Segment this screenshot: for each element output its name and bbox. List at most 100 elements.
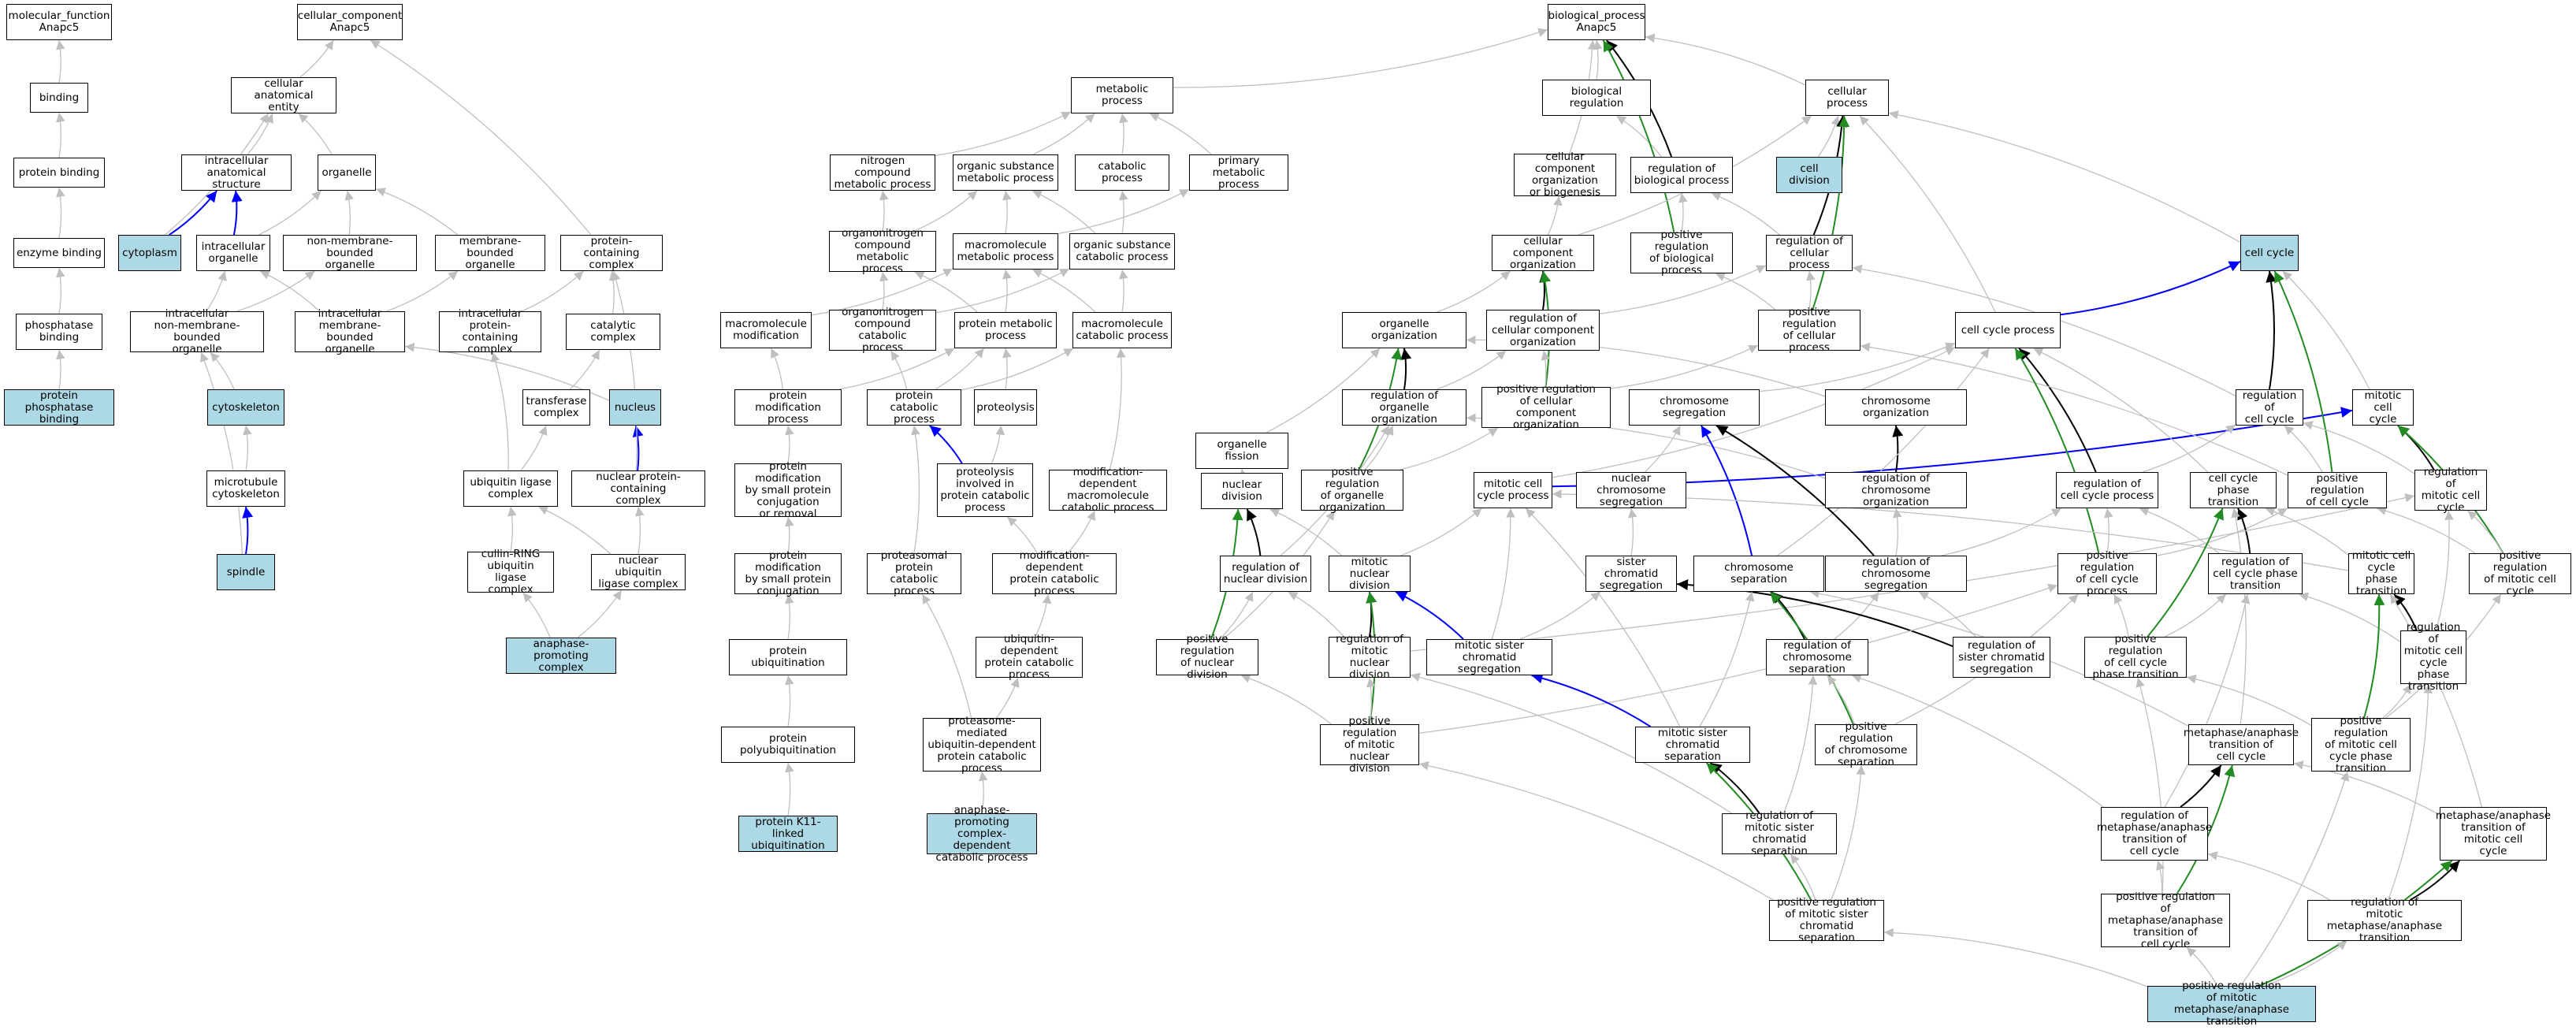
go-term-node-cc-root[interactable]: cellular_component Anapc5	[297, 4, 403, 40]
go-term-node-regulation-of-mitotic-nuclear-division[interactable]: regulation of mitotic nuclear division	[1329, 634, 1411, 681]
go-term-node-positive-regulation-of-chromosome-separation[interactable]: positive regulation of chromosome separa…	[1815, 721, 1917, 768]
go-term-node-mitotic-cell-cycle-process[interactable]: mitotic cell cycle process	[1474, 472, 1552, 508]
go-term-node-mitotic-sister-chromatid-separation[interactable]: mitotic sister chromatid separation	[1635, 727, 1750, 763]
go-term-node-protein-ubiquitination[interactable]: protein ubiquitination	[729, 639, 847, 675]
go-term-node-regulation-of-chromosome-organization[interactable]: regulation of chromosome organization	[1825, 472, 1967, 508]
go-term-node-chromosome-separation[interactable]: chromosome separation	[1693, 556, 1824, 592]
go-term-node-regulation-of-cell-cycle-phase-transition[interactable]: regulation of cell cycle phase transitio…	[2208, 553, 2303, 594]
go-term-node-macromolecule-metabolic-process[interactable]: macromolecule metabolic process	[953, 233, 1058, 270]
go-term-node-cell-cycle-phase-transition[interactable]: cell cycle phase transition	[2190, 472, 2277, 508]
go-term-node-intracellular-organelle[interactable]: intracellular organelle	[196, 235, 270, 271]
go-term-node-proteolysis[interactable]: proteolysis	[974, 389, 1037, 426]
go-term-node-regulation-of-chromosome-separation[interactable]: regulation of chromosome separation	[1766, 639, 1868, 675]
go-term-node-nitrogen-compound-metabolic-process[interactable]: nitrogen compound metabolic process	[830, 154, 935, 191]
go-term-node-membrane-bounded-organelle[interactable]: membrane-bounded organelle	[435, 235, 545, 271]
go-term-node-transferase-complex[interactable]: transferase complex	[522, 389, 590, 426]
go-term-node-regulation-of-mitotic-cell-cycle-phase-transition[interactable]: regulation of mitotic cell cycle phase t…	[2400, 622, 2466, 693]
go-term-node-cell-cycle-process[interactable]: cell cycle process	[1955, 312, 2061, 348]
go-term-node-regulation-of-nuclear-division[interactable]: regulation of nuclear division	[1220, 556, 1311, 592]
go-term-node-positive-regulation-of-cellular-process[interactable]: positive regulation of cellular process	[1758, 307, 1860, 354]
go-term-node-organelle-organization[interactable]: organelle organization	[1342, 312, 1466, 348]
go-term-node-cullin-ring[interactable]: cullin-RING ubiquitin ligase complex	[467, 548, 554, 596]
go-term-node-cell-division[interactable]: cell division	[1776, 157, 1842, 193]
go-term-node-apc-dependent-catabolic-process[interactable]: anaphase-promoting complex-dependent cat…	[927, 804, 1037, 863]
go-term-node-positive-regulation-of-mitotic-metaphase-anaphase-transition[interactable]: positive regulation of mitotic metaphase…	[2147, 980, 2316, 1028]
go-term-node-regulation-of-cell-cycle[interactable]: regulation of cell cycle	[2236, 389, 2303, 426]
go-term-node-primary-metabolic-process[interactable]: primary metabolic process	[1189, 154, 1288, 191]
go-term-node-proteasomal-protein-catabolic-process[interactable]: proteasomal protein catabolic process	[867, 550, 961, 597]
go-term-node-cellular-component-organization[interactable]: cellular component organization	[1492, 235, 1594, 271]
go-term-node-catabolic-process[interactable]: catabolic process	[1075, 154, 1169, 191]
go-term-node-positive-regulation-of-mitotic-cell-cycle[interactable]: positive regulation of mitotic cell cycl…	[2469, 550, 2571, 597]
go-term-node-spindle[interactable]: spindle	[217, 554, 275, 590]
go-term-node-positive-regulation-of-cell-cycle[interactable]: positive regulation of cell cycle	[2288, 472, 2387, 508]
go-term-node-protein-phosphatase-binding[interactable]: protein phosphatase binding	[4, 389, 114, 426]
go-term-node-positive-regulation-of-cellular-component-organization[interactable]: positive regulation of cellular componen…	[1481, 384, 1611, 431]
go-term-node-regulation-of-biological-process[interactable]: regulation of biological process	[1630, 157, 1733, 193]
go-term-node-mitotic-nuclear-division[interactable]: mitotic nuclear division	[1329, 556, 1411, 592]
go-term-node-mitotic-cell-cycle[interactable]: mitotic cell cycle	[2352, 389, 2414, 426]
go-term-node-non-membrane-bounded-organelle[interactable]: non-membrane-bounded organelle	[283, 235, 417, 271]
go-term-node-intracellular-protein-containing-complex[interactable]: intracellular protein-containing complex	[439, 308, 541, 355]
go-term-node-positive-regulation-of-mitotic-cell-cycle-phase-transition[interactable]: positive regulation of mitotic cell cycl…	[2311, 715, 2411, 774]
go-term-node-mitotic-sister-chromatid-segregation[interactable]: mitotic sister chromatid segregation	[1426, 639, 1552, 675]
go-term-node-nuclear-protein-containing-complex[interactable]: nuclear protein-containing complex	[571, 470, 705, 507]
go-term-node-sister-chromatid-segregation[interactable]: sister chromatid segregation	[1585, 556, 1677, 592]
go-term-node-protein-catabolic-process[interactable]: protein catabolic process	[867, 389, 961, 426]
go-term-node-proteasome-mediated[interactable]: proteasome-mediated ubiquitin-dependent …	[923, 715, 1041, 774]
go-term-node-enzyme-binding[interactable]: enzyme binding	[13, 238, 105, 268]
go-term-node-macromolecule-catabolic-process[interactable]: macromolecule catabolic process	[1072, 312, 1172, 348]
go-term-node-cytoskeleton[interactable]: cytoskeleton	[207, 389, 284, 426]
go-term-node-metabolic-process[interactable]: metabolic process	[1071, 77, 1173, 113]
go-term-node-organonitrogen-compound-metabolic-process[interactable]: organonitrogen compound metabolic proces…	[829, 228, 936, 275]
go-term-node-organelle-fission[interactable]: organelle fission	[1195, 433, 1288, 469]
go-term-node-chromosome-organization[interactable]: chromosome organization	[1825, 389, 1967, 426]
go-term-node-regulation-of-cell-cycle-process[interactable]: regulation of cell cycle process	[2056, 472, 2158, 508]
go-term-node-chromosome-segregation[interactable]: chromosome segregation	[1629, 389, 1760, 426]
go-term-node-positive-regulation-of-biological-process[interactable]: positive regulation of biological proces…	[1630, 229, 1733, 277]
go-term-node-regulation-of-mitotic-sister-chromatid-separation[interactable]: regulation of mitotic sister chromatid s…	[1722, 810, 1837, 857]
go-term-node-modification-dependent-macromolecule-catabolic-process[interactable]: modification-dependent macromolecule cat…	[1049, 467, 1167, 514]
go-term-node-regulation-of-sister-chromatid-segregation[interactable]: regulation of sister chromatid segregati…	[1953, 637, 2050, 678]
go-term-node-protein-containing-complex[interactable]: protein-containing complex	[560, 235, 663, 271]
go-term-node-intracellular-non-membrane-bounded-organelle[interactable]: intracellular non-membrane-bounded organ…	[130, 308, 264, 355]
go-term-node-nuclear-ubiquitin-ligase-complex[interactable]: nuclear ubiquitin ligase complex	[591, 554, 686, 590]
go-term-node-cellular-process[interactable]: cellular process	[1805, 80, 1889, 116]
go-term-node-cytoplasm[interactable]: cytoplasm	[118, 235, 181, 271]
go-term-node-positive-regulation-of-metaphase-anaphase-transition-of-cell-cycle[interactable]: positive regulation of metaphase/anaphas…	[2101, 891, 2230, 950]
go-term-node-cellular-component-organization-or-biogenesis[interactable]: cellular component organization or bioge…	[1514, 151, 1616, 199]
go-term-node-proteolysis-in-protein-catabolic-process[interactable]: proteolysis involved in protein cataboli…	[937, 463, 1033, 517]
go-term-node-organelle[interactable]: organelle	[318, 154, 376, 191]
go-term-node-regulation-of-metaphase-anaphase-transition-of-cell-cycle[interactable]: regulation of metaphase/anaphase transit…	[2097, 807, 2212, 861]
go-term-node-metaphase-anaphase-transition-of-mitotic-cell-cycle[interactable]: metaphase/anaphase transition of mitotic…	[2436, 807, 2551, 861]
go-term-node-nuclear-division[interactable]: nuclear division	[1201, 473, 1283, 509]
go-term-node-binding[interactable]: binding	[30, 83, 88, 113]
go-term-node-ubiquitin-ligase-complex[interactable]: ubiquitin ligase complex	[463, 470, 558, 507]
go-term-node-organic-substance-catabolic-process[interactable]: organic substance catabolic process	[1069, 233, 1175, 270]
go-term-node-metaphase-anaphase-transition-of-cell-cycle[interactable]: metaphase/anaphase transition of cell cy…	[2184, 724, 2299, 765]
go-term-node-protein-modification-small-protein-conjugation[interactable]: protein modification by small protein co…	[734, 550, 842, 597]
go-term-node-positive-regulation-of-organelle-organization[interactable]: positive regulation of organelle organiz…	[1301, 467, 1403, 514]
go-term-node-macromolecule-modification[interactable]: macromolecule modification	[720, 312, 812, 348]
go-term-node-protein-modification-small-protein-removal[interactable]: protein modification by small protein co…	[734, 460, 842, 519]
go-term-node-regulation-of-chromosome-segregation[interactable]: regulation of chromosome segregation	[1825, 556, 1967, 592]
go-term-node-protein-metabolic-process[interactable]: protein metabolic process	[954, 312, 1057, 348]
go-term-node-protein-k11-linked-ubiquitination[interactable]: protein K11-linked ubiquitination	[738, 816, 838, 852]
go-term-node-phosphatase-binding[interactable]: phosphatase binding	[16, 314, 102, 350]
go-term-node-biological-regulation[interactable]: biological regulation	[1542, 80, 1651, 116]
go-term-node-regulation-of-mitotic-cell-cycle[interactable]: regulation of mitotic cell cycle	[2414, 467, 2487, 514]
go-term-node-intracellular-anatomical-structure[interactable]: intracellular anatomical structure	[181, 154, 292, 191]
go-term-node-mf-root[interactable]: molecular_function Anapc5	[6, 4, 112, 40]
go-term-node-protein-binding[interactable]: protein binding	[13, 158, 105, 188]
go-term-node-anaphase-promoting-complex[interactable]: anaphase-promoting complex	[506, 638, 616, 674]
go-term-node-intracellular-membrane-bounded-organelle[interactable]: intracellular membrane-bounded organelle	[295, 308, 405, 355]
go-term-node-bp-root[interactable]: biological_process Anapc5	[1548, 4, 1645, 40]
go-term-node-positive-regulation-of-nuclear-division[interactable]: positive regulation of nuclear division	[1156, 634, 1258, 681]
go-term-node-regulation-of-mitotic-metaphase-anaphase-transition[interactable]: regulation of mitotic metaphase/anaphase…	[2307, 897, 2462, 944]
go-term-node-microtubule-cytoskeleton[interactable]: microtubule cytoskeleton	[206, 470, 285, 507]
go-term-node-positive-regulation-of-mitotic-sister-chromatid-separation[interactable]: positive regulation of mitotic sister ch…	[1769, 897, 1884, 944]
go-term-node-nuclear-chromosome-segregation[interactable]: nuclear chromosome segregation	[1576, 472, 1686, 508]
go-term-node-regulation-of-cellular-component-organization[interactable]: regulation of cellular component organiz…	[1486, 310, 1600, 351]
go-term-node-regulation-of-organelle-organization[interactable]: regulation of organelle organization	[1342, 389, 1466, 426]
go-term-node-regulation-of-cellular-process[interactable]: regulation of cellular process	[1766, 235, 1853, 271]
